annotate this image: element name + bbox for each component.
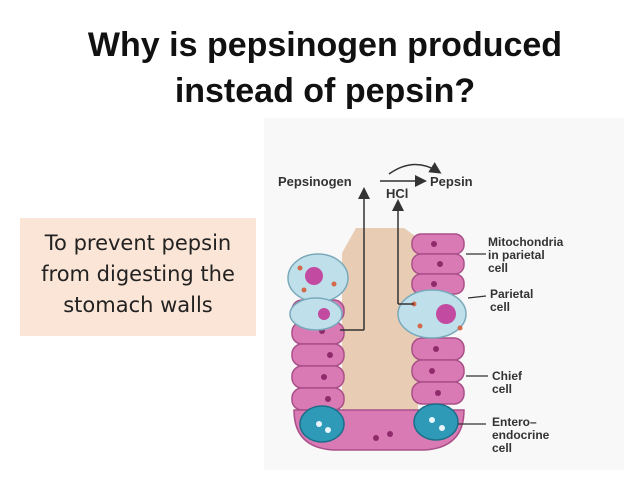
label-entero-line-1: Entero– xyxy=(492,415,537,429)
enteroendocrine-cell-right xyxy=(414,404,458,440)
label-enteroendocrine-cell: Entero– endocrine cell xyxy=(492,415,553,455)
title-line-1: Why is pepsinogen produced xyxy=(40,22,610,68)
label-parietal-line-1: Parietal xyxy=(490,287,533,301)
feedback-arrow xyxy=(389,164,439,174)
label-chief-line-2: cell xyxy=(492,382,512,396)
parietal-cell-lower-left xyxy=(290,298,342,330)
label-mito-line-1: Mitochondria xyxy=(488,235,564,249)
slide-title: Why is pepsinogen produced instead of pe… xyxy=(40,22,610,114)
label-chief-cell: Chief cell xyxy=(492,369,525,396)
parietal-cell-right xyxy=(398,290,466,338)
answer-line-2: from digesting the xyxy=(24,259,252,290)
label-pepsinogen: Pepsinogen xyxy=(278,174,352,189)
label-parietal-cell: Parietal cell xyxy=(490,287,537,314)
label-entero-line-2: endocrine xyxy=(492,428,550,442)
label-mito-line-3: cell xyxy=(488,261,508,275)
answer-line-1: To prevent pepsin xyxy=(24,228,252,259)
gastric-gland-figure: Pepsinogen HCl Pepsin Mitochondria in pa… xyxy=(264,118,624,470)
title-line-2: instead of pepsin? xyxy=(40,68,610,114)
gastric-gland-diagram: Pepsinogen HCl Pepsin Mitochondria in pa… xyxy=(264,118,624,470)
label-chief-line-1: Chief xyxy=(492,369,523,383)
label-parietal-line-2: cell xyxy=(490,300,510,314)
label-entero-line-3: cell xyxy=(492,441,512,455)
parietal-cell-upper-left xyxy=(288,254,348,302)
label-mito-line-2: in parietal xyxy=(488,248,545,262)
label-mitochondria: Mitochondria in parietal cell xyxy=(488,235,567,275)
answer-line-3: stomach walls xyxy=(24,290,252,321)
label-hcl: HCl xyxy=(386,186,408,201)
answer-box: To prevent pepsin from digesting the sto… xyxy=(20,218,256,336)
label-pepsin: Pepsin xyxy=(430,174,473,189)
gland-base xyxy=(294,404,464,450)
